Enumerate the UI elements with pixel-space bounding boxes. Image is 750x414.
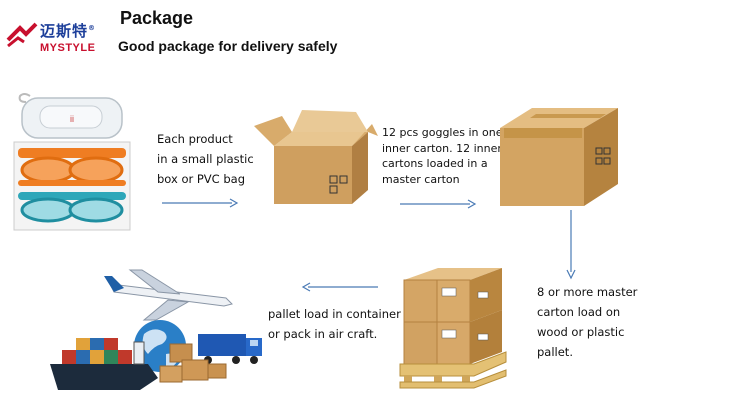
caption-line: 8 or more master	[537, 285, 638, 299]
caption-line: pallet.	[537, 345, 573, 359]
caption-line: inner carton. 12 inner	[382, 141, 502, 155]
step-3-caption: 8 or more master carton load on wood or …	[537, 282, 637, 362]
arrow-right-icon	[162, 198, 239, 208]
brand-logo: 迈斯特® MYSTYLE	[6, 12, 106, 60]
step-2-caption: 12 pcs goggles in one inner carton. 12 i…	[382, 125, 502, 187]
arrow-down-icon	[566, 210, 576, 280]
step-1-caption: Each product in a small plastic box or P…	[157, 129, 254, 189]
arrow-right-icon	[400, 199, 477, 209]
cargo-ship-icon	[50, 338, 158, 390]
product-packaging-image: ii	[13, 93, 131, 231]
page-title: Package	[120, 8, 194, 28]
airplane-icon	[104, 269, 233, 321]
caption-line: Each product	[157, 132, 233, 146]
caption-line: box or PVC bag	[157, 172, 245, 186]
caption-line: carton load on	[537, 305, 621, 319]
caption-line: pallet load in container	[268, 307, 401, 321]
logistics-collage-image	[50, 269, 262, 390]
step-4-caption: pallet load in container or pack in air …	[268, 304, 401, 344]
arrow-left-icon	[301, 282, 378, 292]
caption-line: or pack in air craft.	[268, 327, 378, 341]
svg-text:ii: ii	[70, 114, 74, 124]
page-subtitle: Good package for delivery safely	[118, 38, 338, 54]
logo-chinese-text: 迈斯特®	[40, 22, 97, 40]
master-carton-image	[500, 108, 618, 206]
caption-line: cartons loaded in a	[382, 157, 488, 170]
logo-english-text: MYSTYLE	[40, 42, 96, 54]
parcels-icon	[159, 343, 227, 383]
swoosh-icon	[6, 22, 38, 48]
caption-line: wood or plastic	[537, 325, 625, 339]
caption-line: master carton	[382, 172, 460, 186]
caption-line: in a small plastic	[157, 152, 254, 166]
caption-line: 12 pcs goggles in one	[382, 126, 503, 139]
open-carton-image	[254, 110, 378, 204]
pallet-cartons-image	[399, 268, 507, 389]
